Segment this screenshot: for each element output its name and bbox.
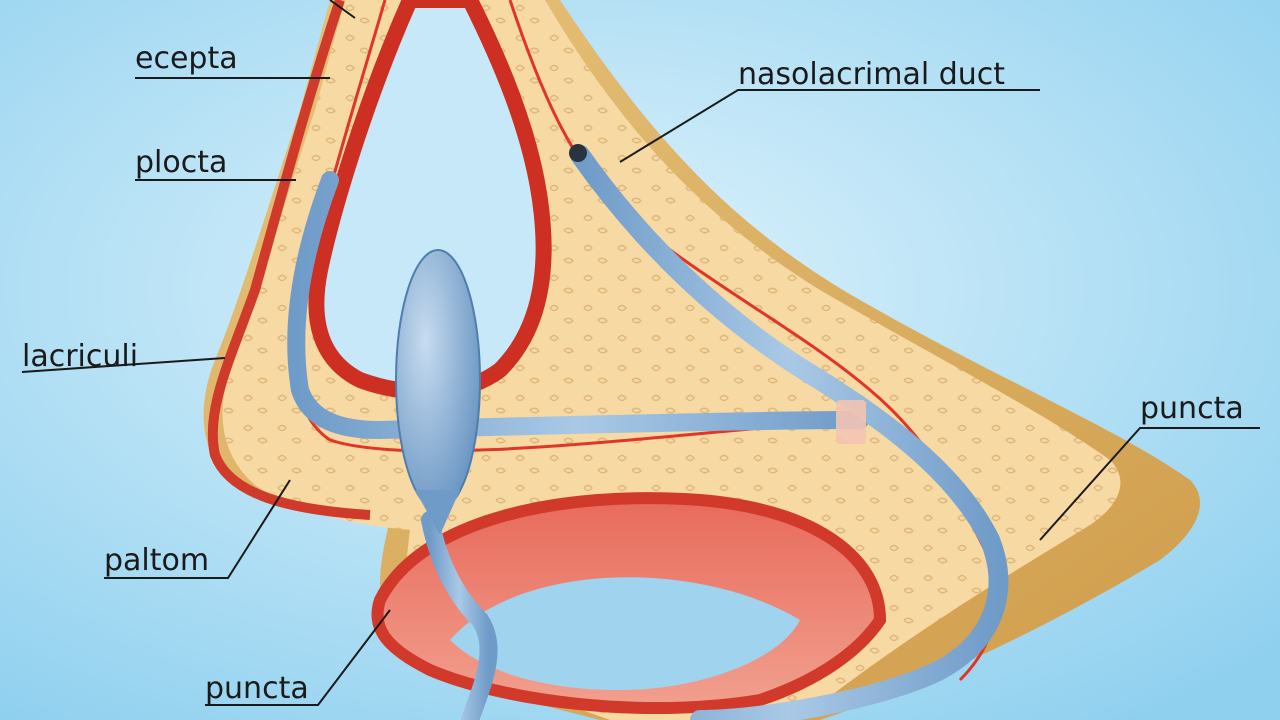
label-puncta-right: puncta bbox=[1140, 391, 1244, 426]
leader-paltom bbox=[104, 479, 291, 579]
label-puncta-bottom: puncta bbox=[205, 671, 309, 706]
duct-to-mouth bbox=[421, 511, 498, 720]
label-paltom: paltom bbox=[104, 543, 209, 578]
label-nasolacrimal-duct: nasolacrimal duct bbox=[738, 57, 1005, 92]
label-placta: plocta bbox=[135, 145, 227, 180]
label-ecepta: ecepta bbox=[135, 41, 238, 76]
lacrimal-sac bbox=[395, 249, 481, 511]
mucosa-outline bbox=[207, 0, 371, 520]
lacrimal-sac-tip bbox=[415, 490, 460, 535]
leader-top bbox=[329, 0, 356, 19]
duct-opening bbox=[569, 144, 587, 162]
leader-puncta-bottom bbox=[205, 609, 391, 706]
canaliculus-upper bbox=[287, 171, 869, 440]
nasolacrimal-duct bbox=[570, 145, 1009, 720]
leader-lacriculi bbox=[21, 357, 226, 373]
leader-puncta-right bbox=[1039, 427, 1260, 541]
label-lacriculi: lacriculi bbox=[22, 339, 138, 374]
duct-junction bbox=[836, 400, 866, 444]
palate-inner bbox=[450, 577, 800, 690]
leader-nasolacrimal bbox=[619, 89, 1040, 163]
leader-lines bbox=[21, 0, 1260, 706]
